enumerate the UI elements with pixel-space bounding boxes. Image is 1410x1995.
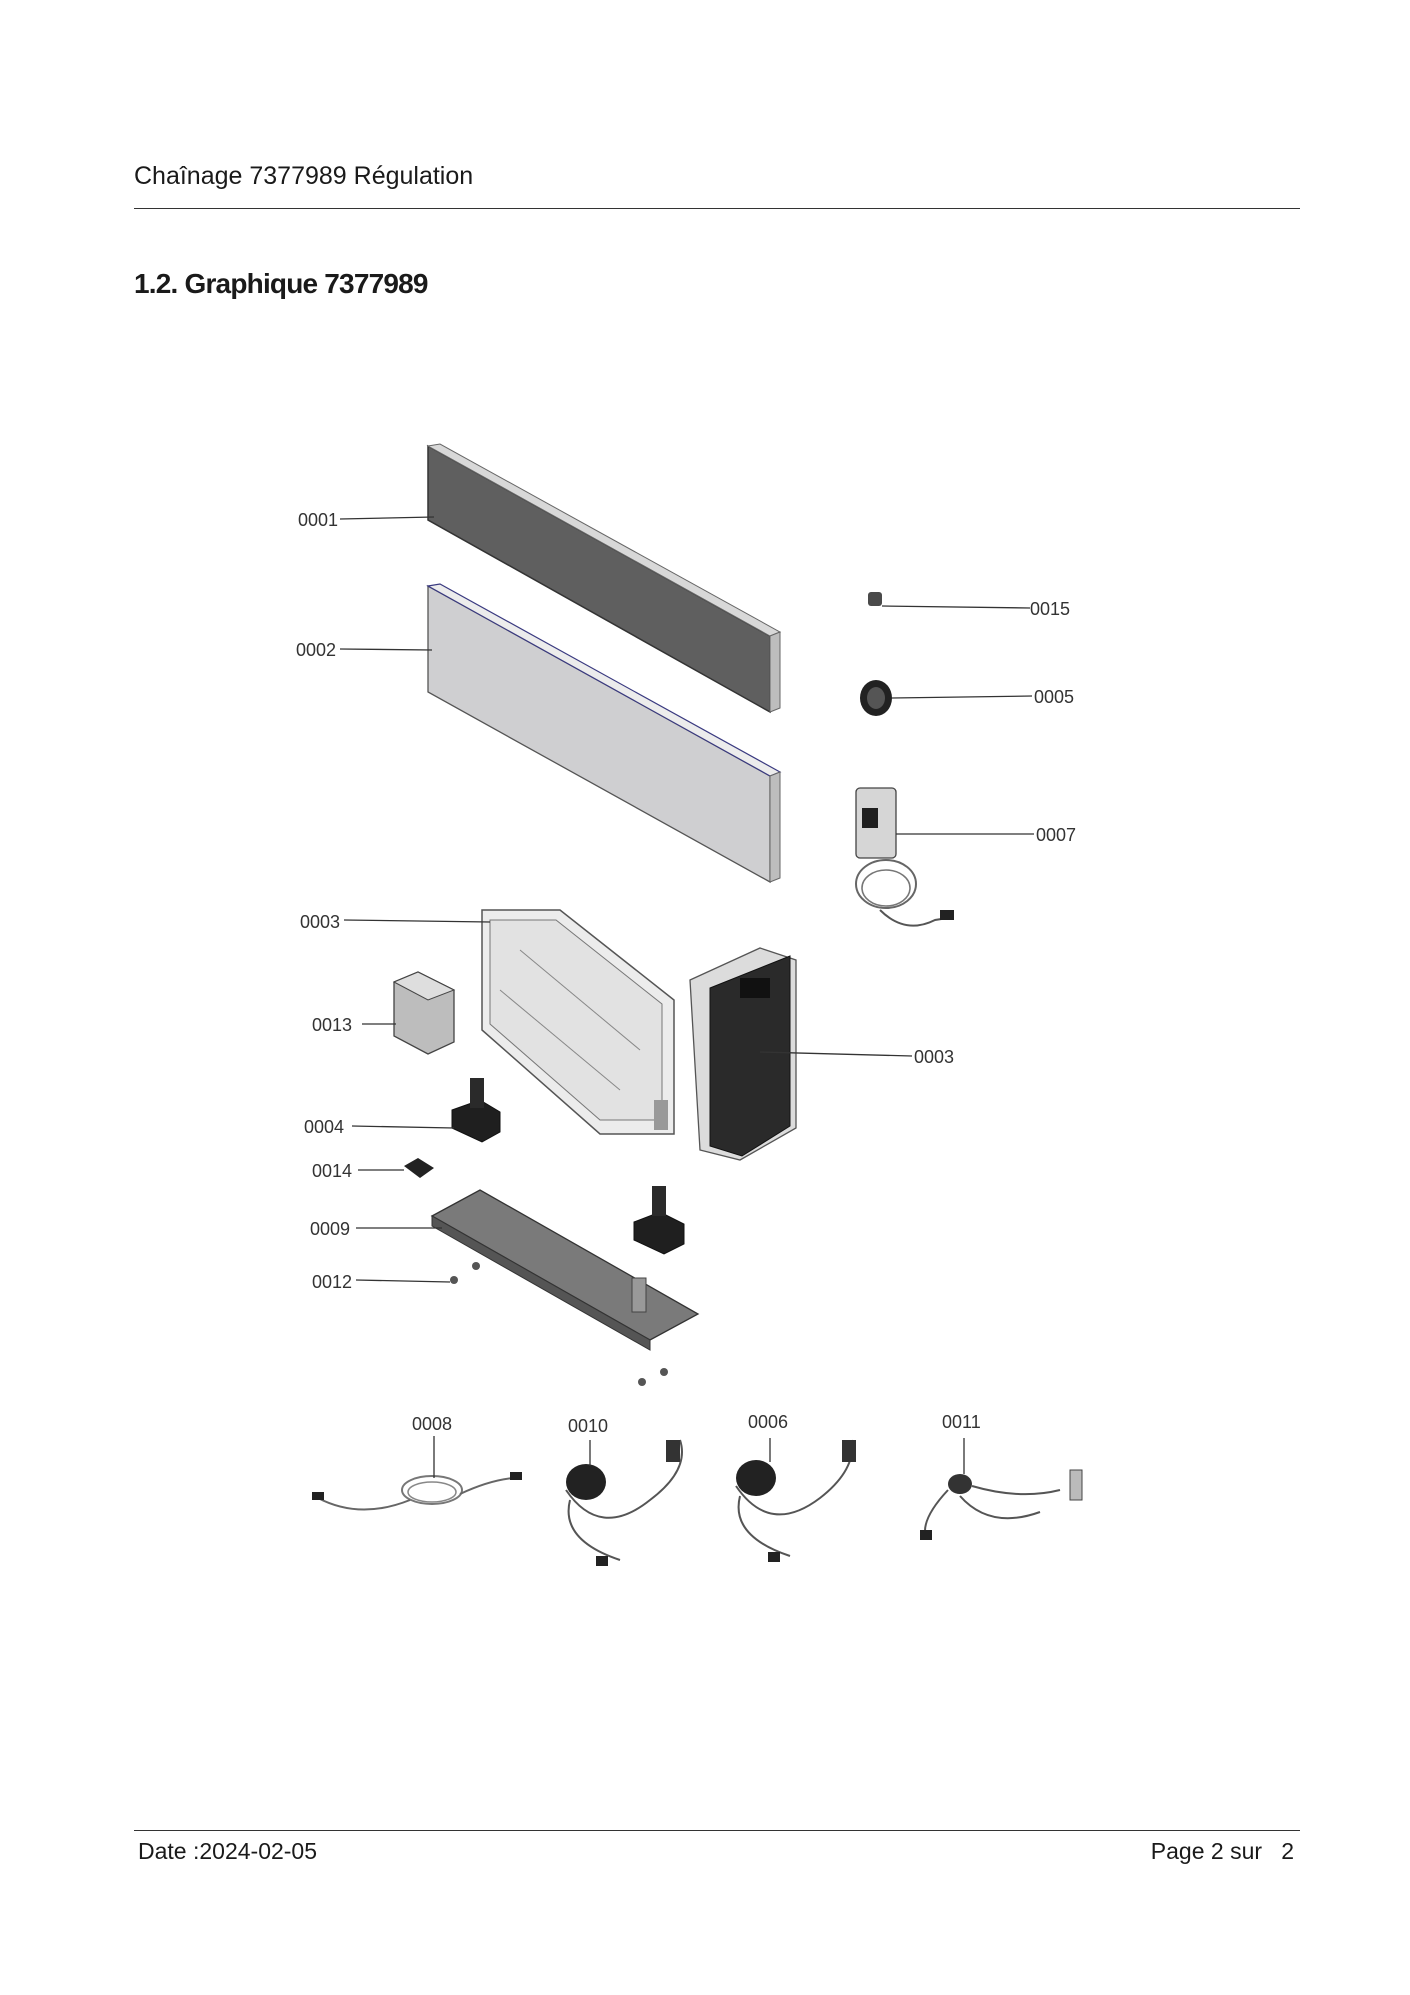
- label-0015: 0015: [1030, 599, 1070, 619]
- part-0004-bracket-lower: [633, 1186, 685, 1255]
- label-0010: 0010: [568, 1416, 608, 1436]
- label-0004: 0004: [304, 1117, 344, 1137]
- label-0014: 0014: [312, 1161, 352, 1181]
- part-0004-bracket-upper: [451, 1078, 501, 1143]
- part-0010-harness: [565, 1439, 683, 1566]
- part-0007-thermostat-probe: [855, 787, 954, 927]
- part-0014-clip: [404, 1158, 434, 1178]
- label-0003-module: 0003: [914, 1047, 954, 1067]
- label-0002: 0002: [296, 640, 336, 660]
- part-0011-harness: [920, 1469, 1083, 1540]
- part-0015-clip: [868, 592, 882, 606]
- footer-divider: [134, 1830, 1300, 1831]
- exploded-parts-diagram: 0001 0002 0015 0005 0007 0003: [296, 443, 1083, 1566]
- header-divider: [134, 208, 1300, 209]
- label-0013: 0013: [312, 1015, 352, 1035]
- label-0007: 0007: [1036, 825, 1076, 845]
- label-0001: 0001: [298, 510, 338, 530]
- label-0005: 0005: [1034, 687, 1074, 707]
- label-0008: 0008: [412, 1414, 452, 1434]
- part-0003-control-module: [689, 947, 797, 1161]
- part-0012-screws: [450, 1262, 668, 1386]
- document-header-title: Chaînage 7377989 Régulation: [134, 162, 474, 190]
- label-0011: 0011: [942, 1412, 981, 1432]
- footer-page-number: Page 2 sur 2: [1150, 1838, 1294, 1864]
- part-0013-box: [392, 971, 456, 1055]
- label-0009: 0009: [310, 1219, 350, 1239]
- label-0012: 0012: [312, 1272, 352, 1292]
- part-0006-harness: [735, 1439, 856, 1562]
- part-0009-base-rail: [430, 1189, 700, 1351]
- footer-date: Date :2024-02-05: [138, 1838, 318, 1864]
- part-0002-grey-panel: [426, 583, 782, 884]
- part-0001-dark-panel: [426, 443, 782, 714]
- label-0003-housing: 0003: [300, 912, 340, 932]
- label-0006: 0006: [748, 1412, 788, 1432]
- part-0005-knob: [860, 680, 892, 716]
- section-title: 1.2. Graphique 7377989: [134, 268, 428, 299]
- part-0008-cable: [312, 1472, 522, 1511]
- part-0003-main-housing: [481, 909, 675, 1135]
